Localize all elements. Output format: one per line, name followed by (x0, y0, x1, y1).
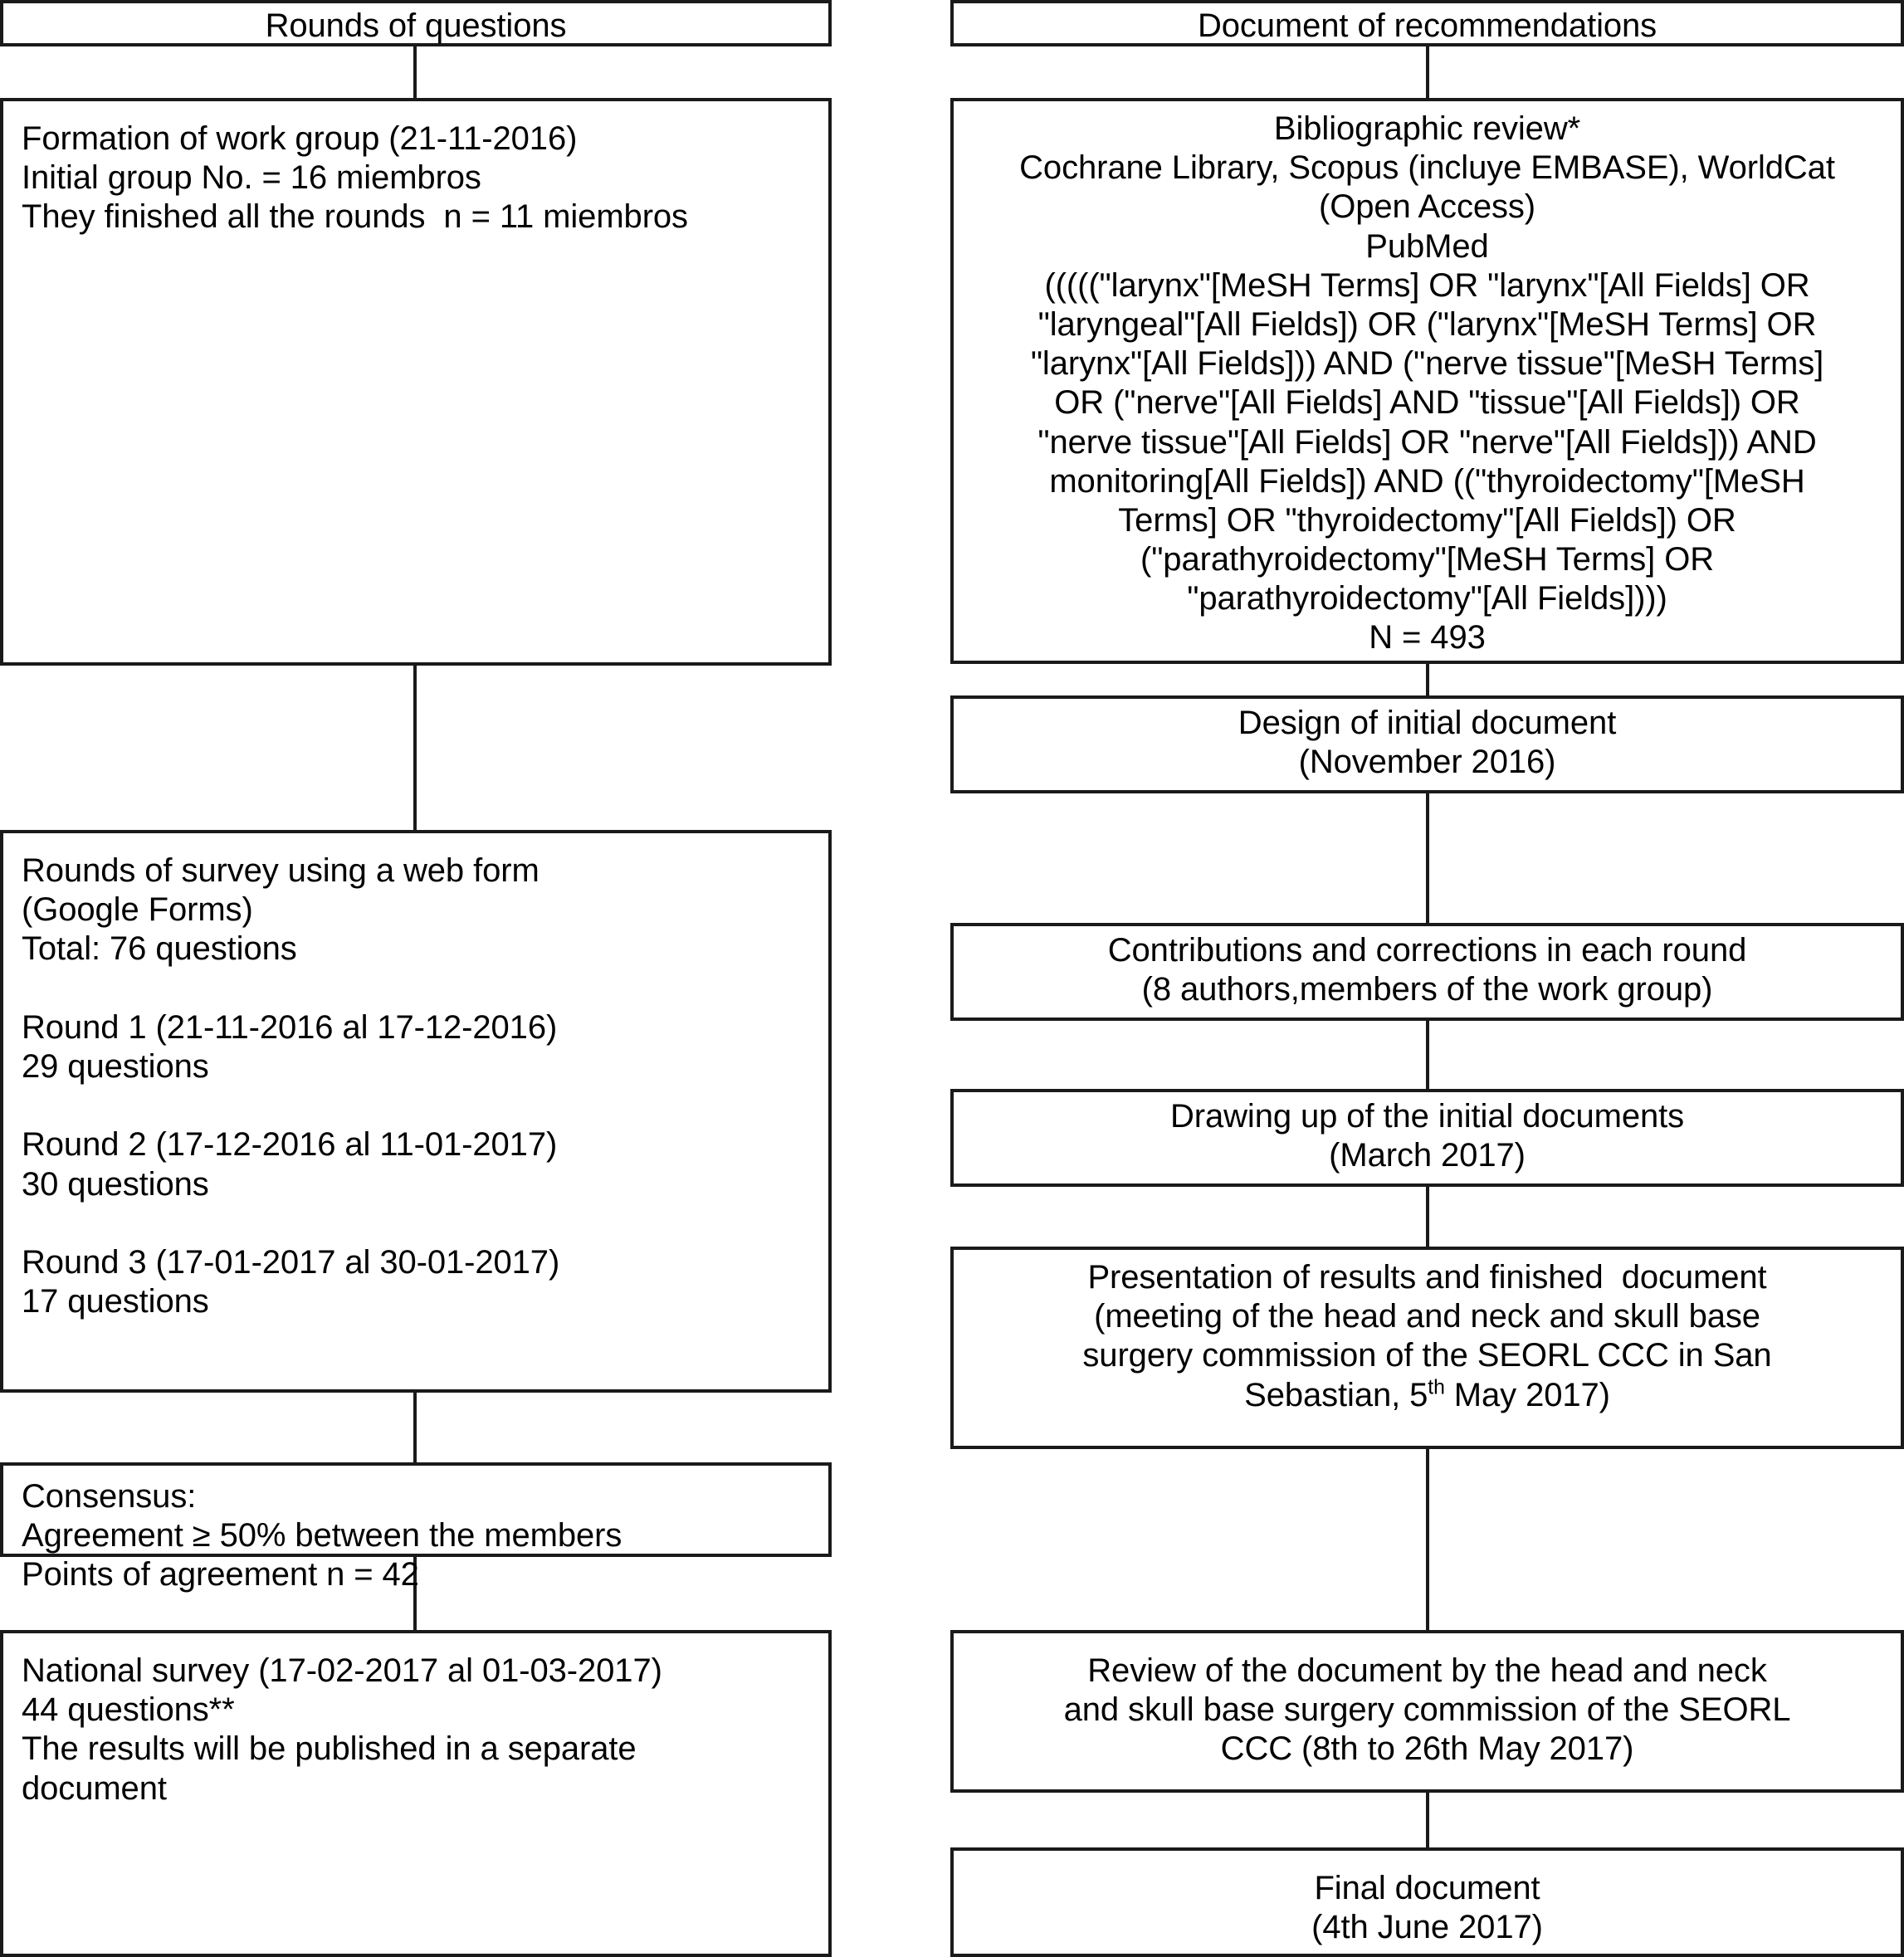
connector-right-presentation-to-review (1426, 1447, 1429, 1632)
formation-of-work-group-text: Formation of work group (21-11-2016) Ini… (22, 120, 688, 236)
presentation-line-4-pre: Sebastian, 5 (1244, 1376, 1428, 1413)
connector-left-header-to-formation (413, 43, 417, 100)
node-contributions-and-corrections: Contributions and corrections in each ro… (950, 923, 1904, 1021)
right-header-label: Document of recommendations (1197, 7, 1657, 44)
presentation-line-3: surgery commission of the SEORL CCC in S… (1082, 1337, 1772, 1374)
right-column-header: Document of recommendations (950, 0, 1904, 46)
connector-right-header-to-biblio (1426, 43, 1429, 100)
node-consensus: Consensus: Agreement ≥ 50% between the m… (0, 1462, 832, 1593)
presentation-line-4-superscript: th (1428, 1376, 1445, 1399)
node-final-document: Final document (4th June 2017) (950, 1847, 1904, 1957)
node-bibliographic-review: Bibliographic review* Cochrane Library, … (950, 98, 1904, 664)
node-review-of-the-document: Review of the document by the head and n… (950, 1630, 1904, 1793)
review-of-the-document-text: Review of the document by the head and n… (1063, 1652, 1791, 1768)
left-header-label: Rounds of questions (265, 7, 567, 44)
connector-right-biblio-to-design (1426, 662, 1429, 697)
connector-left-consensus-to-national (413, 1555, 417, 1632)
node-national-survey: National survey (17-02-2017 al 01-03-201… (0, 1630, 832, 1957)
connector-right-contrib-to-drawing (1426, 1021, 1429, 1091)
rounds-of-survey-text: Rounds of survey using a web form (Googl… (22, 852, 560, 1320)
connector-right-drawing-to-presentation (1426, 1187, 1429, 1248)
node-drawing-up-initial-documents: Drawing up of the initial documents (Mar… (950, 1089, 1904, 1187)
node-rounds-of-survey: Rounds of survey using a web form (Googl… (0, 830, 832, 1393)
presentation-line-1: Presentation of results and finished doc… (1087, 1259, 1767, 1296)
design-of-initial-document-text: Design of initial document (November 201… (1238, 705, 1617, 781)
node-design-of-initial-document: Design of initial document (November 201… (950, 695, 1904, 793)
left-column-header: Rounds of questions (0, 0, 832, 46)
consensus-text: Consensus: Agreement ≥ 50% between the m… (22, 1478, 622, 1593)
drawing-up-initial-documents-text: Drawing up of the initial documents (Mar… (1169, 1098, 1685, 1174)
presentation-line-2: (meeting of the head and neck and skull … (1094, 1298, 1760, 1335)
bibliographic-review-text: Bibliographic review* Cochrane Library, … (1019, 110, 1835, 656)
node-presentation-of-results: Presentation of results and finished doc… (950, 1247, 1904, 1449)
node-formation-of-work-group: Formation of work group (21-11-2016) Ini… (0, 98, 832, 666)
connector-left-formation-to-rounds (413, 664, 417, 830)
final-document-text: Final document (4th June 2017) (1311, 1870, 1543, 1946)
connector-left-rounds-to-consensus (413, 1391, 417, 1464)
presentation-of-results-text: Presentation of results and finished doc… (954, 1250, 1901, 1415)
connector-right-review-to-final (1426, 1791, 1429, 1849)
presentation-line-4-post: May 2017) (1444, 1376, 1610, 1413)
national-survey-text: National survey (17-02-2017 al 01-03-201… (22, 1652, 662, 1807)
contributions-and-corrections-text: Contributions and corrections in each ro… (1107, 932, 1747, 1008)
connector-right-design-to-contrib (1426, 793, 1429, 925)
